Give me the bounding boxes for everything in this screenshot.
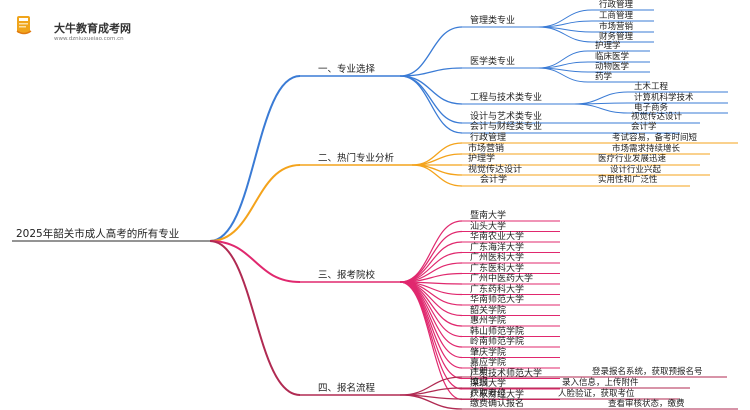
major-veterinary-medicine: 动物医学 <box>595 62 630 72</box>
branch-popular-majors: 二、热门专业分析 <box>318 153 395 164</box>
institution-item: 华南师范大学 <box>470 295 525 305</box>
major-computer-science: 计算机科学技术 <box>634 93 694 103</box>
branch-major-selection: 一、专业选择 <box>318 64 376 75</box>
popular-public-administration: 行政管理 <box>470 133 507 143</box>
step-pay-confirm: 缴费确认报名 <box>470 399 525 409</box>
institution-item: 广州医科大学 <box>470 253 525 263</box>
major-pharmacy: 药学 <box>595 72 613 82</box>
step-get-seat-detail: 人脸验证，获取考位 <box>558 389 635 399</box>
step-register: 注册 <box>470 367 489 377</box>
major-public-administration: 行政管理 <box>599 0 634 10</box>
major-accounting: 会计学 <box>631 122 657 132</box>
branch-institutions: 三、报考院校 <box>318 270 376 281</box>
mindmap-connector <box>209 75 301 242</box>
institution-item: 韩山师范学院 <box>470 327 525 337</box>
institution-item: 广东财经大学 <box>470 390 525 400</box>
step-get-seat: 获取考位 <box>470 389 507 399</box>
mindmap-root: 2025年韶关市成人高考的所有专业 <box>16 228 180 240</box>
institution-item: 肇庆学院 <box>470 348 507 358</box>
institution-item: 嘉应学院 <box>470 358 507 368</box>
mindmap-connector <box>399 281 463 317</box>
mindmap-connector <box>209 240 301 396</box>
institution-item: 韶关学院 <box>470 306 507 316</box>
institution-item: 岭南师范学院 <box>470 337 525 347</box>
mindmap-connector <box>411 153 463 166</box>
major-civil-engineering: 土木工程 <box>634 82 669 92</box>
category-accounting-finance: 会计与财经类专业 <box>470 122 543 132</box>
watermark-url: www.dzniuxueiao.com.cn <box>54 36 124 42</box>
popular-marketing: 市场营销 <box>468 144 505 154</box>
reason-healthcare-growth: 医疗行业发展迅速 <box>598 154 667 164</box>
mindmap-connector <box>411 164 463 187</box>
institution-item: 广东药科大学 <box>470 285 525 295</box>
popular-accounting: 会计学 <box>480 175 508 185</box>
institution-item: 惠州学院 <box>470 316 507 326</box>
mindmap-connector <box>399 394 463 410</box>
major-e-commerce: 电子商务 <box>634 103 669 113</box>
book-logo-icon <box>16 16 32 35</box>
institution-item: 广东海洋大学 <box>470 243 525 253</box>
popular-visual-communication: 视觉传达设计 <box>468 165 523 175</box>
mindmap-connector <box>399 281 463 401</box>
mindmap-connector <box>399 75 463 124</box>
major-nursing: 护理学 <box>595 41 621 51</box>
step-fill-in-detail: 录入信息，上传附件 <box>562 378 639 388</box>
major-financial-management: 财务管理 <box>599 32 634 42</box>
institution-item: 汕头大学 <box>470 222 507 232</box>
category-engineering: 工程与技术类专业 <box>470 93 543 103</box>
mindmap-connector <box>537 67 589 83</box>
reason-growing-demand: 市场需求持续增长 <box>612 144 681 154</box>
major-clinical-medicine: 临床医学 <box>595 52 630 62</box>
popular-nursing: 护理学 <box>468 154 496 164</box>
reason-design-rise: 设计行业兴起 <box>610 165 662 175</box>
institution-item: 深圳大学 <box>470 379 507 389</box>
major-marketing: 市场营销 <box>599 22 634 32</box>
institution-item: 广东医科大学 <box>470 264 525 274</box>
mindmap-connector <box>411 164 463 176</box>
institution-item: 广东技术师范大学 <box>470 369 543 379</box>
mindmap-connector <box>537 26 593 43</box>
mindmap-connector <box>399 26 463 77</box>
mindmap-connector <box>209 164 301 242</box>
institution-item: 广州中医药大学 <box>470 274 534 284</box>
step-pay-confirm-detail: 查看审核状态，缴费 <box>608 399 685 409</box>
mindmap-connector <box>573 103 629 114</box>
reason-practical-broad: 实用性和广泛性 <box>598 175 658 185</box>
major-visual-communication: 视觉传达设计 <box>631 112 683 122</box>
mindmap-connector <box>209 240 301 283</box>
mindmap-connector <box>399 241 463 283</box>
category-design-arts: 设计与艺术类专业 <box>470 112 543 122</box>
step-register-detail: 登录报名系统，获取预报名号 <box>592 367 703 377</box>
category-medicine: 医学类专业 <box>470 57 516 67</box>
institution-item: 暨南大学 <box>470 211 507 221</box>
branch-registration-process: 四、报名流程 <box>318 383 376 394</box>
step-fill-in: 填报 <box>470 378 489 388</box>
mindmap-connector <box>399 281 463 380</box>
mindmap-connector <box>399 75 463 134</box>
mindmap-connector <box>399 262 463 283</box>
major-business-administration: 工商管理 <box>599 11 634 21</box>
watermark-site-name: 大牛教育成考网 <box>54 22 131 35</box>
mindmap-connector <box>399 67 463 77</box>
category-management: 管理类专业 <box>470 16 516 26</box>
institution-item: 华南农业大学 <box>470 232 525 242</box>
reason-easy-exam: 考试容易，备考时间短 <box>612 133 698 143</box>
mindmap-connector <box>573 91 629 105</box>
